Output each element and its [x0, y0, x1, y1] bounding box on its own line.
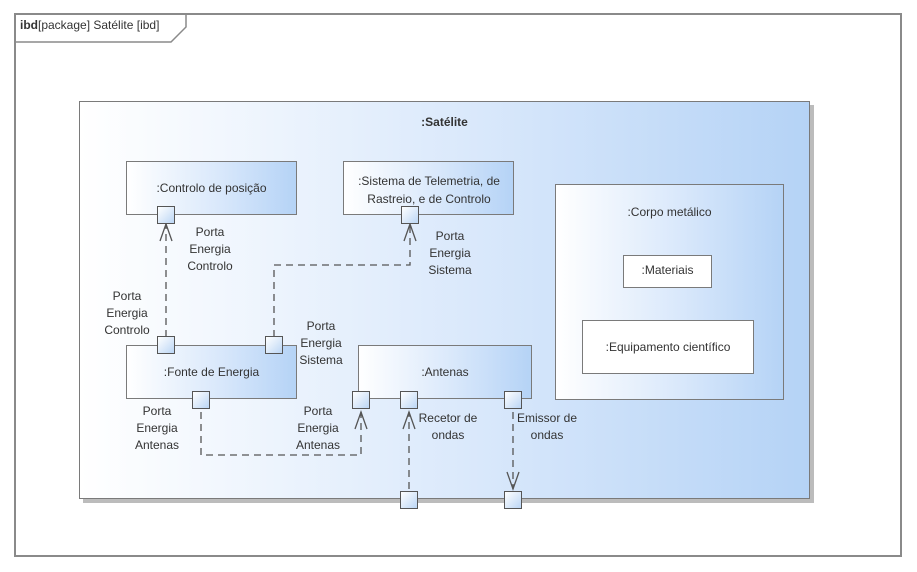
port-telemetria[interactable] — [401, 206, 419, 224]
part-antenas-label: :Antenas — [421, 365, 469, 379]
label-porta-energia-controlo-bottom: Porta Energia Controlo — [104, 289, 150, 337]
part-antenas[interactable] — [358, 345, 532, 399]
label-porta-energia-sistema-bottom: Porta Energia Sistema — [299, 319, 343, 367]
frame-keyword: ibd — [20, 18, 38, 32]
part-telemetria[interactable] — [343, 161, 514, 215]
port-antenas-recetor[interactable] — [400, 391, 418, 409]
frame-title: ibd[package] Satélite [ibd] — [20, 18, 159, 32]
part-fonte-energia-label: :Fonte de Energia — [163, 365, 260, 379]
connector-energia-sistema — [273, 224, 411, 337]
arrowhead-emissor — [506, 471, 520, 491]
label-recetor-ondas: Recetor de ondas — [418, 411, 478, 442]
part-controlo-posicao[interactable] — [126, 161, 297, 215]
arrowhead-recetor — [402, 410, 416, 430]
part-equipamento-cientifico-label: :Equipamento científico — [605, 340, 731, 354]
part-controlo-posicao-label: :Controlo de posição — [156, 181, 267, 195]
port-antenas-energia[interactable] — [352, 391, 370, 409]
part-equipamento-cientifico[interactable] — [582, 320, 754, 374]
port-antenas-emissor[interactable] — [504, 391, 522, 409]
part-materiais[interactable] — [623, 255, 712, 288]
label-porta-energia-controlo-top: Porta Energia Controlo — [187, 225, 233, 273]
label-porta-energia-antenas-left: Porta Energia Antenas — [134, 404, 180, 452]
label-emissor-ondas: Emissor de ondas — [516, 411, 578, 442]
diagram-frame — [14, 13, 902, 557]
port-fonte-controlo[interactable] — [157, 336, 175, 354]
connector-energia-antenas — [200, 412, 362, 456]
port-fonte-sistema[interactable] — [265, 336, 283, 354]
port-satelite-emissor[interactable] — [504, 491, 522, 509]
satelite-title: :Satélite — [421, 115, 468, 129]
arrowhead-sistema — [403, 222, 417, 242]
arrowhead-antenas — [354, 410, 368, 430]
port-controlo-posicao[interactable] — [157, 206, 175, 224]
part-materiais-label: :Materiais — [641, 263, 694, 277]
label-porta-energia-antenas-right: Porta Energia Antenas — [295, 404, 341, 452]
label-porta-energia-sistema-top: Porta Energia Sistema — [428, 229, 472, 277]
frame-title-text: [package] Satélite [ibd] — [38, 18, 160, 32]
part-fonte-energia[interactable] — [126, 345, 297, 399]
port-fonte-antenas[interactable] — [192, 391, 210, 409]
part-corpo-metalico-label: :Corpo metálico — [627, 205, 712, 219]
arrowhead-controlo — [159, 222, 173, 242]
part-telemetria-label: :Sistema de Telemetria, de Rastreio, e d… — [358, 174, 500, 206]
port-satelite-recetor[interactable] — [400, 491, 418, 509]
